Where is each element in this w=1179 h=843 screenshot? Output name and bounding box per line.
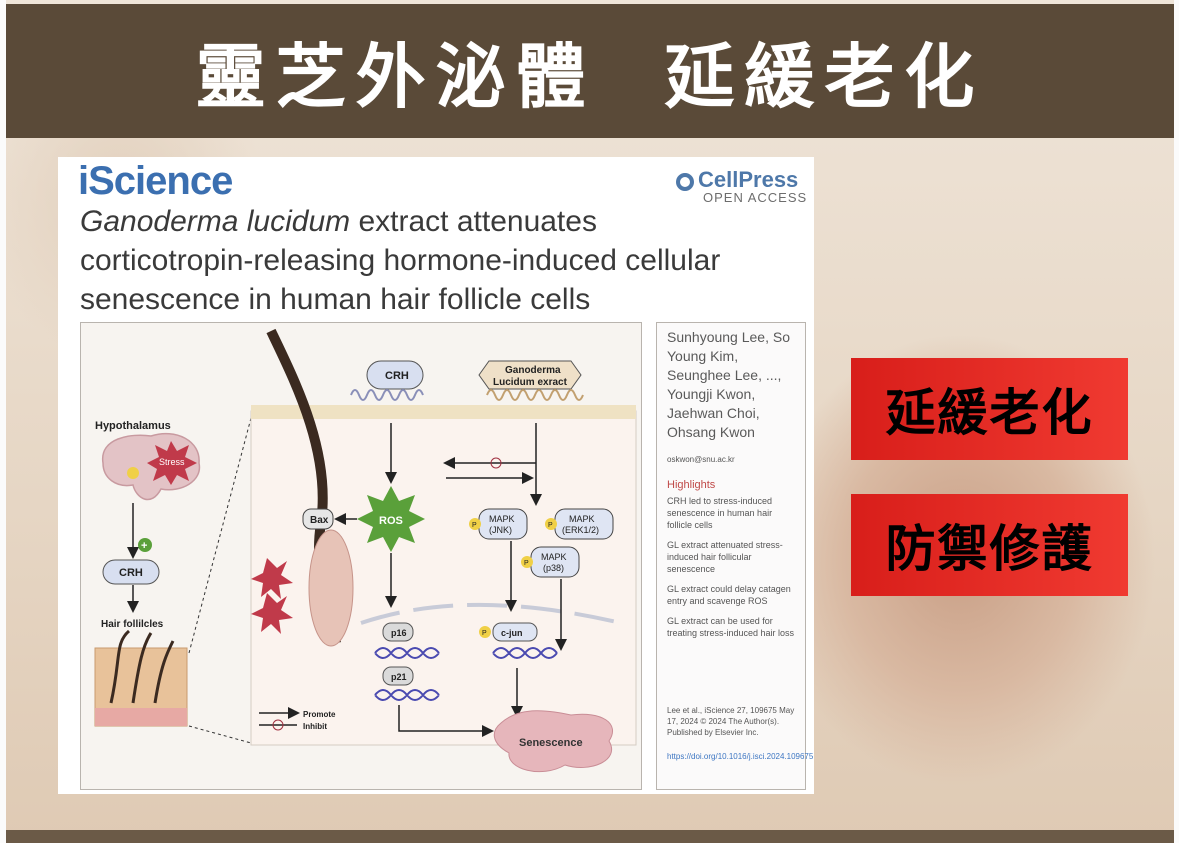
publisher-name: CellPress xyxy=(698,167,799,192)
membrane-band xyxy=(251,405,636,419)
gl-extract-label-1: Ganoderma xyxy=(505,365,561,376)
gl-receptor-coil xyxy=(486,389,584,401)
ros-burst xyxy=(357,486,425,552)
phospho-jnk-icon xyxy=(469,518,481,530)
plus-icon xyxy=(138,538,152,552)
hair-strands xyxy=(109,629,175,704)
p16-dna xyxy=(374,647,440,659)
mapk-erk-label-1: MAPK xyxy=(569,514,595,524)
stress-burst xyxy=(147,441,197,485)
crh-receptor-box xyxy=(366,360,424,390)
mapk-erk-label-2: (ERK1/2) xyxy=(562,525,599,535)
p21-to-senescence-arrow xyxy=(398,705,494,737)
open-access-label: OPEN ACCESS xyxy=(703,190,808,205)
mapk-p38-label-2: (p38) xyxy=(543,563,564,573)
gl-extract-label-2: Lucidum exract xyxy=(493,377,568,388)
ros-label: ROS xyxy=(379,515,403,527)
cellpress-icon xyxy=(676,173,694,191)
crh-receptor-label: CRH xyxy=(385,370,409,382)
skin-bottom-layer xyxy=(95,708,187,726)
mapk-p38-label-1: MAPK xyxy=(541,552,567,562)
damage-burst-2 xyxy=(251,593,293,634)
left-border xyxy=(0,0,6,843)
highlights-title: Highlights xyxy=(667,479,716,491)
inhibit-icon xyxy=(490,457,502,469)
abstract-diagram: Hypothalamus Stress + CRH Hair follilcle… xyxy=(94,328,637,773)
title-part-1: extract attenuates xyxy=(350,205,597,238)
journal-name: iScience xyxy=(78,159,233,203)
right-border xyxy=(1174,0,1179,843)
phospho-p38-label: P xyxy=(524,560,529,567)
highlight-item: GL extract could delay catagen entry and… xyxy=(667,584,791,606)
highlights-list: CRH led to stress-induced senescence in … xyxy=(667,495,799,647)
corresponding-email: oskwon@snu.ac.kr xyxy=(667,455,735,464)
phospho-p38-icon xyxy=(521,556,533,568)
phospho-erk-label: P xyxy=(548,522,553,529)
p16-label: p16 xyxy=(391,628,407,638)
crh-receptor-coil xyxy=(350,389,424,401)
p21-box xyxy=(382,666,414,686)
citation-text: Lee et al., iScience 27, 109675 May 17, … xyxy=(667,706,795,737)
stress-label: Stress xyxy=(159,457,185,467)
phospho-cjun-label: P xyxy=(482,630,487,637)
phospho-erk-icon xyxy=(545,518,557,530)
highlight-item: GL extract can be used for treating stre… xyxy=(667,616,795,638)
cjun-dna xyxy=(492,647,558,659)
crh-left-box xyxy=(102,559,160,585)
senescence-label: Senescence xyxy=(519,737,583,749)
zoom-line-top xyxy=(188,417,252,654)
bax-label: Bax xyxy=(310,515,329,526)
zoom-panel xyxy=(250,410,637,746)
p16-box xyxy=(382,622,414,642)
author-list: Sunhyoung Lee, So Young Kim, Seunghee Le… xyxy=(667,329,790,440)
legend-promote-label: Promote xyxy=(303,710,336,719)
senescence-cell xyxy=(493,710,613,773)
title-species: Ganoderma lucidum xyxy=(80,205,351,238)
title-banner: 靈芝外泌體 延緩老化 xyxy=(6,4,1174,138)
brain-spot xyxy=(127,467,139,479)
phospho-jnk-label: P xyxy=(472,522,477,529)
legend-inhibit-icon xyxy=(272,719,284,731)
publisher-logo: CellPress xyxy=(676,167,798,193)
highlight-item: CRH led to stress-induced senescence in … xyxy=(667,496,773,530)
badge-anti-aging: 延緩老化 xyxy=(851,358,1128,460)
cjun-box xyxy=(492,622,538,642)
paper-figure: iScience CellPress OPEN ACCESS Ganoderma… xyxy=(58,157,814,794)
badge-defense-repair-label: 防禦修護 xyxy=(885,520,1094,578)
p21-dna xyxy=(374,689,440,701)
nucleus-membrane xyxy=(360,602,622,625)
plus-sign: + xyxy=(141,540,147,552)
legend-inhibit-label: Inhibit xyxy=(303,722,327,731)
hypothalamus-label: Hypothalamus xyxy=(95,420,171,432)
p21-label: p21 xyxy=(391,672,407,682)
follicle-bulb xyxy=(308,529,354,647)
damage-burst-1 xyxy=(251,558,293,599)
mapk-jnk-label-1: MAPK xyxy=(489,514,515,524)
badge-defense-repair: 防禦修護 xyxy=(851,494,1128,596)
cjun-label: c-jun xyxy=(501,628,523,638)
hair-follicles-label: Hair follilcles xyxy=(101,619,164,630)
graphical-abstract: Hypothalamus Stress + CRH Hair follilcle… xyxy=(80,322,642,790)
badge-anti-aging-label: 延緩老化 xyxy=(885,384,1094,442)
phospho-cjun-icon xyxy=(479,626,491,638)
paper-sidebar: Sunhyoung Lee, So Young Kim, Seunghee Le… xyxy=(656,322,814,790)
bottom-strip xyxy=(6,830,1174,843)
zoom-line-bottom xyxy=(188,725,252,744)
title-part-2: corticotropin-releasing hormone-induced … xyxy=(80,244,721,277)
page-title: 靈芝外泌體 延緩老化 xyxy=(195,35,985,118)
title-part-3: senescence in human hair follicle cells xyxy=(80,283,591,316)
bax-box xyxy=(302,508,334,530)
mapk-jnk-label-2: (JNK) xyxy=(489,525,512,535)
doi-link[interactable]: https://doi.org/10.1016/j.isci.2024.1096… xyxy=(667,752,814,761)
highlight-item: GL extract attenuated stress-induced hai… xyxy=(667,540,783,574)
crh-left-label: CRH xyxy=(119,567,143,579)
paper-title: Ganoderma lucidum extract attenuates cor… xyxy=(80,202,800,319)
